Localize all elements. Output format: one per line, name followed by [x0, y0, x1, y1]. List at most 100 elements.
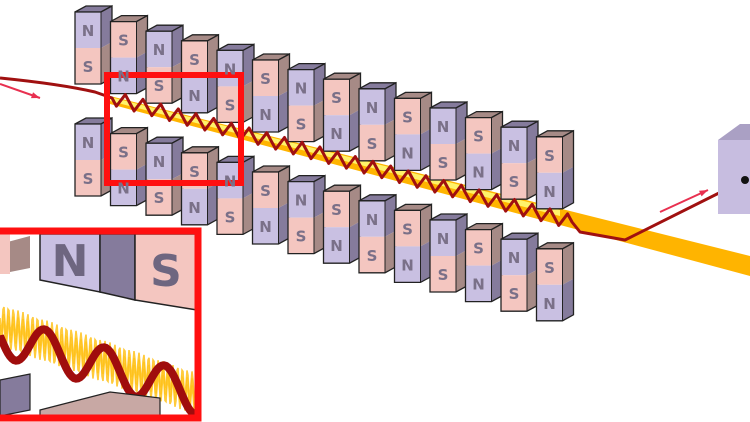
pole-label: S: [118, 32, 129, 50]
magnet-face-upper: [323, 191, 350, 228]
magnet: [145, 136, 184, 216]
pole-label: S: [438, 266, 449, 284]
magnet-face-upper: [288, 181, 314, 218]
magnet-side-lower: [314, 99, 325, 142]
pole-label: S: [331, 201, 342, 219]
magnet-side-upper: [491, 111, 503, 154]
source-zoom-frame: [104, 72, 244, 186]
magnet: [287, 174, 326, 255]
pole-label: S: [438, 154, 449, 172]
magnet-face-lower: [323, 115, 350, 152]
pole-label: N: [224, 60, 237, 78]
pole-label: S: [473, 128, 484, 146]
pole-label: N: [508, 249, 521, 267]
magnet: [74, 4, 113, 85]
magnet-face-lower: [288, 217, 314, 254]
magnet-face-upper: [252, 60, 279, 96]
magnet-side-lower: [456, 250, 467, 292]
magnet-side-lower: [243, 80, 254, 123]
magnet-face-upper: [465, 117, 492, 154]
magnet-face-lower: [394, 134, 421, 171]
magnet: [109, 14, 149, 95]
pole-label: S: [367, 135, 378, 153]
pole-label: N: [543, 295, 556, 313]
magnet-side-upper: [136, 15, 148, 58]
magnet-side-upper: [314, 175, 325, 218]
magnet-face-lower: [501, 163, 527, 200]
magnet-face-lower: [75, 48, 101, 84]
pole-label: N: [401, 256, 414, 274]
magnet-face-upper: [394, 98, 421, 135]
magnet-face-upper: [288, 69, 314, 106]
pole-label: S: [402, 220, 413, 238]
pole-label: N: [117, 68, 130, 86]
pole-label: N: [330, 125, 343, 143]
magnet-side-lower: [562, 166, 574, 209]
pole-label: N: [330, 237, 343, 255]
pole-label: S: [296, 228, 307, 246]
pole-label: N: [82, 134, 95, 152]
magnet-face-lower: [252, 208, 279, 244]
magnet: [180, 33, 220, 114]
pole-label: N: [508, 137, 521, 155]
magnet: [251, 52, 291, 133]
magnet-face-lower: [288, 105, 314, 142]
magnet-side-upper: [456, 214, 467, 256]
magnet-face-lower: [323, 227, 350, 264]
magnet-side-upper: [349, 185, 361, 228]
magnet-side-lower: [527, 157, 538, 200]
pole-label: S: [260, 70, 271, 88]
pole-label: N: [437, 230, 450, 248]
incoming-arrow-head: [31, 92, 40, 99]
magnet-side-lower: [385, 118, 396, 161]
detector-box: [718, 124, 750, 214]
pole-label: S: [509, 285, 520, 303]
magnet: [429, 212, 468, 293]
magnet-face-lower: [430, 144, 456, 180]
magnet: [464, 110, 504, 191]
pole-label: N: [401, 144, 414, 162]
pole-label: S: [225, 96, 236, 114]
magnet: [358, 81, 397, 162]
magnet: [322, 184, 362, 264]
pole-label: S: [83, 170, 94, 188]
inset-pole-label: N: [52, 236, 89, 287]
magnet-face-upper: [465, 229, 492, 266]
pole-label: N: [82, 22, 95, 40]
magnet: [535, 241, 575, 322]
pole-label: N: [259, 106, 272, 124]
pole-label: N: [472, 276, 485, 294]
detector-aperture: [741, 176, 749, 184]
magnet-side-lower: [207, 182, 219, 225]
magnet: [287, 62, 326, 143]
magnet-side-lower: [349, 109, 361, 152]
magnet-face-upper: [536, 248, 563, 285]
magnet-face-lower: [217, 198, 243, 235]
pole-label: S: [544, 259, 555, 277]
magnet-side-upper: [527, 121, 538, 164]
pole-label: N: [188, 199, 201, 217]
pole-label: N: [117, 180, 130, 198]
inset-frame: [0, 227, 202, 422]
outgoing-arrow-head: [699, 190, 708, 197]
magnet: [322, 72, 362, 152]
magnet-side-upper: [349, 73, 361, 116]
magnet: [109, 126, 149, 207]
pole-label: S: [296, 116, 307, 134]
magnet-face-upper: [181, 40, 208, 77]
magnet: [145, 24, 184, 104]
magnet-face-lower: [430, 256, 456, 292]
magnet-side-upper: [136, 127, 148, 170]
magnet-face-upper: [252, 172, 279, 208]
pole-label: N: [188, 87, 201, 105]
magnet-face-lower: [394, 246, 421, 283]
pole-label: N: [437, 118, 450, 136]
magnet-side-lower: [207, 70, 219, 113]
direction-arrows: [0, 83, 709, 213]
magnet-face-upper: [536, 136, 563, 173]
magnet-side-lower: [278, 90, 290, 132]
inset-lower-magnet: [0, 373, 31, 417]
magnet-face-lower: [465, 153, 492, 190]
